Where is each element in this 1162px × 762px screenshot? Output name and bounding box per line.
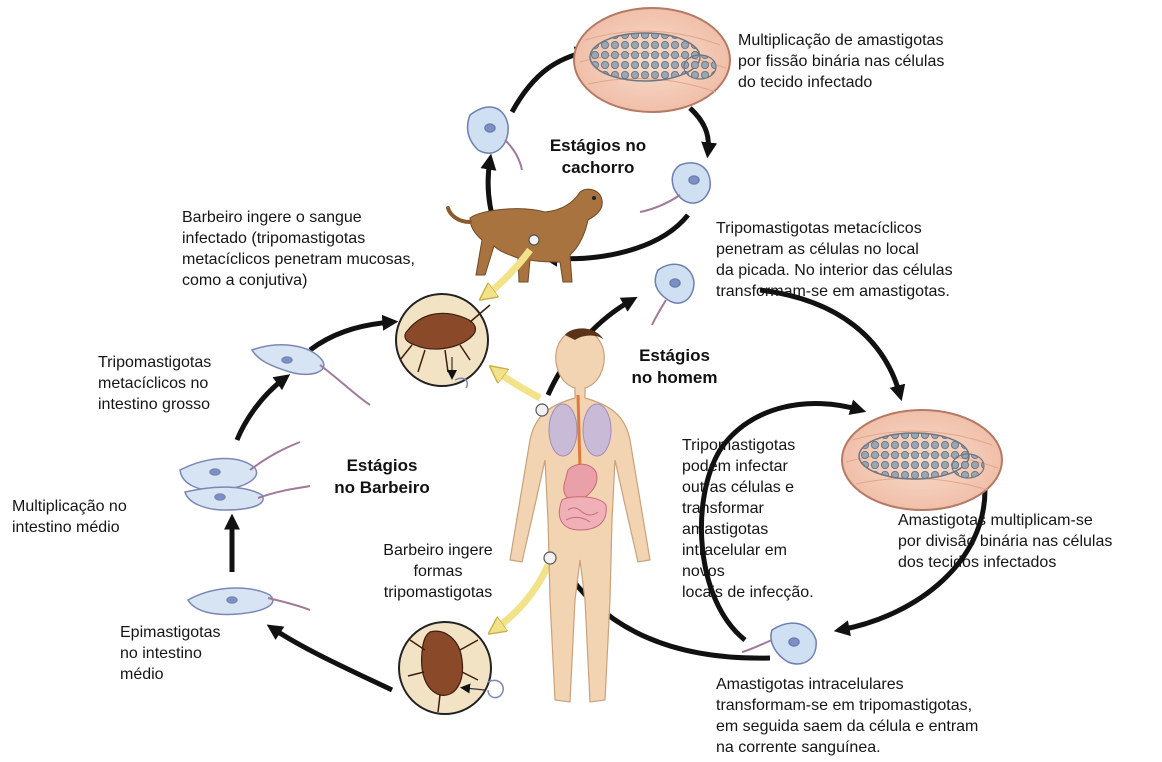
label-amastigote-multiplication-tissue: Multiplicação de amastigotas por fissão … — [738, 30, 1038, 93]
stage-title-dog: Estágios no cachorro — [538, 135, 658, 179]
label-bug-ingests-trypo: Barbeiro ingere formas tripomastigotas — [363, 540, 513, 603]
label-amastigote-multiply-tissues: Amastigotas multiplicam-se por divisão b… — [898, 510, 1160, 573]
parasite-dog-left — [468, 107, 522, 170]
label-trypo-hindgut: Tripomastigotas metacíclicos no intestin… — [98, 352, 278, 415]
bug-arrow-to-bug — [310, 322, 392, 350]
parasite-human-top — [652, 264, 694, 325]
human-arrow-to-cell — [760, 290, 900, 395]
label-epimastigotes-midgut: Epimastigotas no intestino médio — [120, 622, 280, 685]
label-amastigote-transform: Amastigotas intracelulares transformam-s… — [716, 674, 1076, 758]
bug-arrow-to-midgut — [272, 628, 392, 690]
yellow-arrow-human-to-bug — [495, 370, 540, 398]
dog-tissue-cell — [574, 8, 730, 112]
stage-title-human: Estágios no homem — [612, 345, 737, 389]
bug-circle-top — [396, 294, 490, 388]
label-multiplication-midgut: Multiplicação no intestino médio — [12, 496, 192, 538]
dog-cycle-arrow-right — [690, 108, 708, 152]
label-trypo-infect-other: Tripomastigotas podem infectar outras cé… — [682, 435, 882, 603]
bug-circle-bottom — [399, 622, 503, 714]
parasite-bug-multiplication — [180, 442, 310, 510]
label-trypo-penetrate: Tripomastigotas metacíclicos penetram as… — [716, 218, 1036, 302]
stage-title-bug: Estágios no Barbeiro — [322, 455, 442, 499]
parasite-bug-epimastigote — [188, 588, 310, 614]
label-bug-ingests-blood: Barbeiro ingere o sangue infectado (trip… — [182, 207, 502, 291]
